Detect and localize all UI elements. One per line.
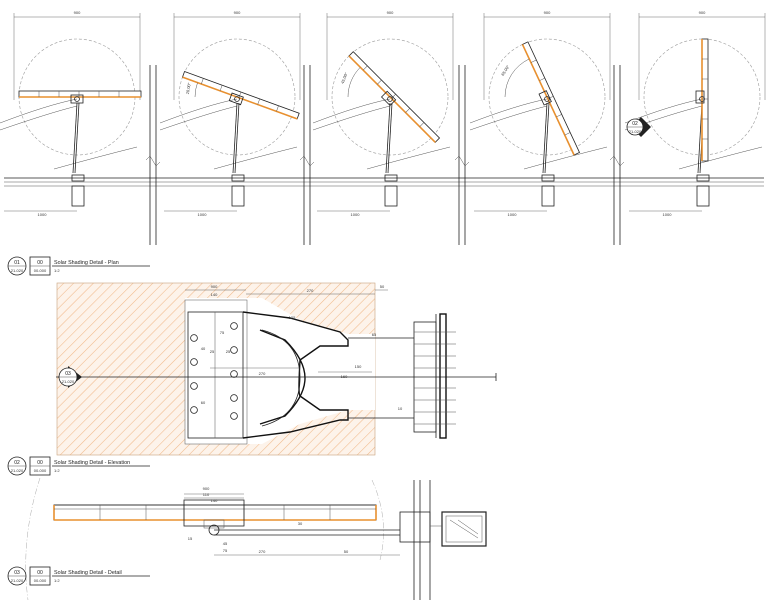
dim-label: 10 [398, 406, 403, 411]
dim-label: 40 [201, 346, 206, 351]
dim-label: 110 [203, 492, 210, 497]
svg-text:00-000: 00-000 [34, 268, 47, 273]
base-plate [187, 311, 244, 439]
svg-text:00: 00 [37, 570, 43, 576]
u-bracket [242, 311, 349, 439]
svg-text:00: 00 [37, 460, 43, 466]
louvre-frame: 900 1000 20.00° [159, 10, 301, 217]
drawing-scale: 1:2 [54, 268, 60, 273]
frame-top-dim: 900 [234, 10, 241, 15]
angle-label: 65.00° [500, 64, 511, 77]
elevation-detail: 900 110 140 45 75 15 30 270 50 [25, 477, 487, 601]
louvre-frame: 900 1000 [0, 10, 142, 217]
svg-text:00: 00 [37, 260, 43, 266]
louvre-frame: 900 1000 65.00° [469, 10, 611, 217]
column-walls [145, 65, 625, 245]
anchor-bolts [190, 322, 238, 420]
louvre-frame: 900 1000 45.00° [312, 10, 454, 217]
dim-label: 900 [211, 284, 218, 289]
louvre-blade [18, 90, 142, 104]
drawing-title: Solar Shading Detail - Detail [54, 570, 122, 576]
frame-top-dim: 900 [387, 10, 394, 15]
frame-bottom-dim: 1000 [351, 212, 361, 217]
drawing-title-block: 01 21-020 00 00-000 Solar Shading Detail - P… [7, 256, 150, 276]
dim-label: 125 [289, 315, 296, 320]
svg-text:00-000: 00-000 [34, 468, 47, 473]
rotation-envelope [178, 38, 296, 156]
louvre-blade [181, 71, 300, 120]
louvre-blade [695, 38, 709, 162]
svg-text:21-020: 21-020 [11, 468, 24, 473]
louvre-blade [521, 41, 581, 156]
rotation-envelope [488, 38, 606, 156]
dim-label: 15 [188, 536, 193, 541]
section-marker-02: 02 21-020 [626, 117, 651, 137]
dim-label: 45 [223, 541, 228, 546]
dim-label: 50 [380, 284, 385, 289]
angle-label: 20.00° [185, 82, 192, 95]
frame-bottom-dim: 1000 [38, 212, 48, 217]
dim-label: 25 [226, 349, 231, 354]
plan-detail: 03 21-020 900 140 270 50 125 75 25 270 6… [56, 282, 497, 456]
louvre-sequence: 900 1000 900 1000 20.00° 900 1000 45.00° 900 1000… [0, 10, 766, 245]
dim-label: 30 [298, 521, 303, 526]
svg-text:21-020: 21-020 [11, 578, 24, 583]
frame-bottom-dim: 1000 [663, 212, 673, 217]
svg-text:01: 01 [14, 260, 20, 266]
dim-label: 270 [259, 549, 266, 554]
dim-label: 75 [220, 330, 225, 335]
dim-label: 65 [372, 332, 377, 337]
svg-text:03: 03 [65, 371, 71, 377]
dim-label: 50 [344, 549, 349, 554]
louvre-blade-elevation [53, 504, 377, 521]
frame-top-dim: 900 [544, 10, 551, 15]
dim-label: 270 [259, 371, 266, 376]
svg-text:21-020: 21-020 [62, 379, 75, 384]
drawing-title-block: 02 21-020 00 00-000 Solar Shading Detail - E… [7, 456, 150, 476]
rotation-envelope [331, 38, 449, 156]
clamp-elevation [183, 499, 245, 527]
svg-text:03: 03 [14, 570, 20, 576]
dim-label: 25 [210, 349, 215, 354]
base-plate-outline [184, 299, 248, 445]
fixing-bracket [399, 511, 431, 543]
frame-bottom-dim: 1000 [198, 212, 208, 217]
louvre-blade-section [439, 313, 447, 439]
svg-text:00-000: 00-000 [34, 578, 47, 583]
drawing-scale: 1:2 [54, 468, 60, 473]
frame-bottom-dim: 1000 [508, 212, 518, 217]
svg-text:02: 02 [632, 121, 638, 127]
clamp-bolts [414, 331, 456, 425]
svg-text:21-020: 21-020 [11, 268, 24, 273]
angle-label: 45.00° [340, 71, 349, 84]
louvre-frame: 900 1000 02 21-020 [624, 10, 766, 217]
dim-label: 75 [223, 548, 228, 553]
drawing-scale: 1:2 [54, 578, 60, 583]
frame-top-dim: 900 [74, 10, 81, 15]
drawing-title-block: 03 21-020 00 00-000 Solar Shading Detail - D… [7, 566, 150, 586]
drawing-title: Solar Shading Detail - Elevation [54, 460, 130, 466]
dim-label: 150 [355, 364, 362, 369]
frame-top-dim: 900 [699, 10, 706, 15]
dim-label: 140 [211, 292, 218, 297]
dim-label: 900 [203, 486, 210, 491]
dim-label: 160 [341, 374, 348, 379]
dim-label: 140 [211, 498, 218, 503]
svg-text:21-020: 21-020 [629, 129, 642, 134]
section-marker-03: 03 21-020 [56, 366, 82, 388]
dim-label: 270 [307, 288, 314, 293]
dim-label: 60 [201, 400, 206, 405]
drawing-title: Solar Shading Detail - Plan [54, 260, 119, 266]
svg-text:02: 02 [14, 460, 20, 466]
